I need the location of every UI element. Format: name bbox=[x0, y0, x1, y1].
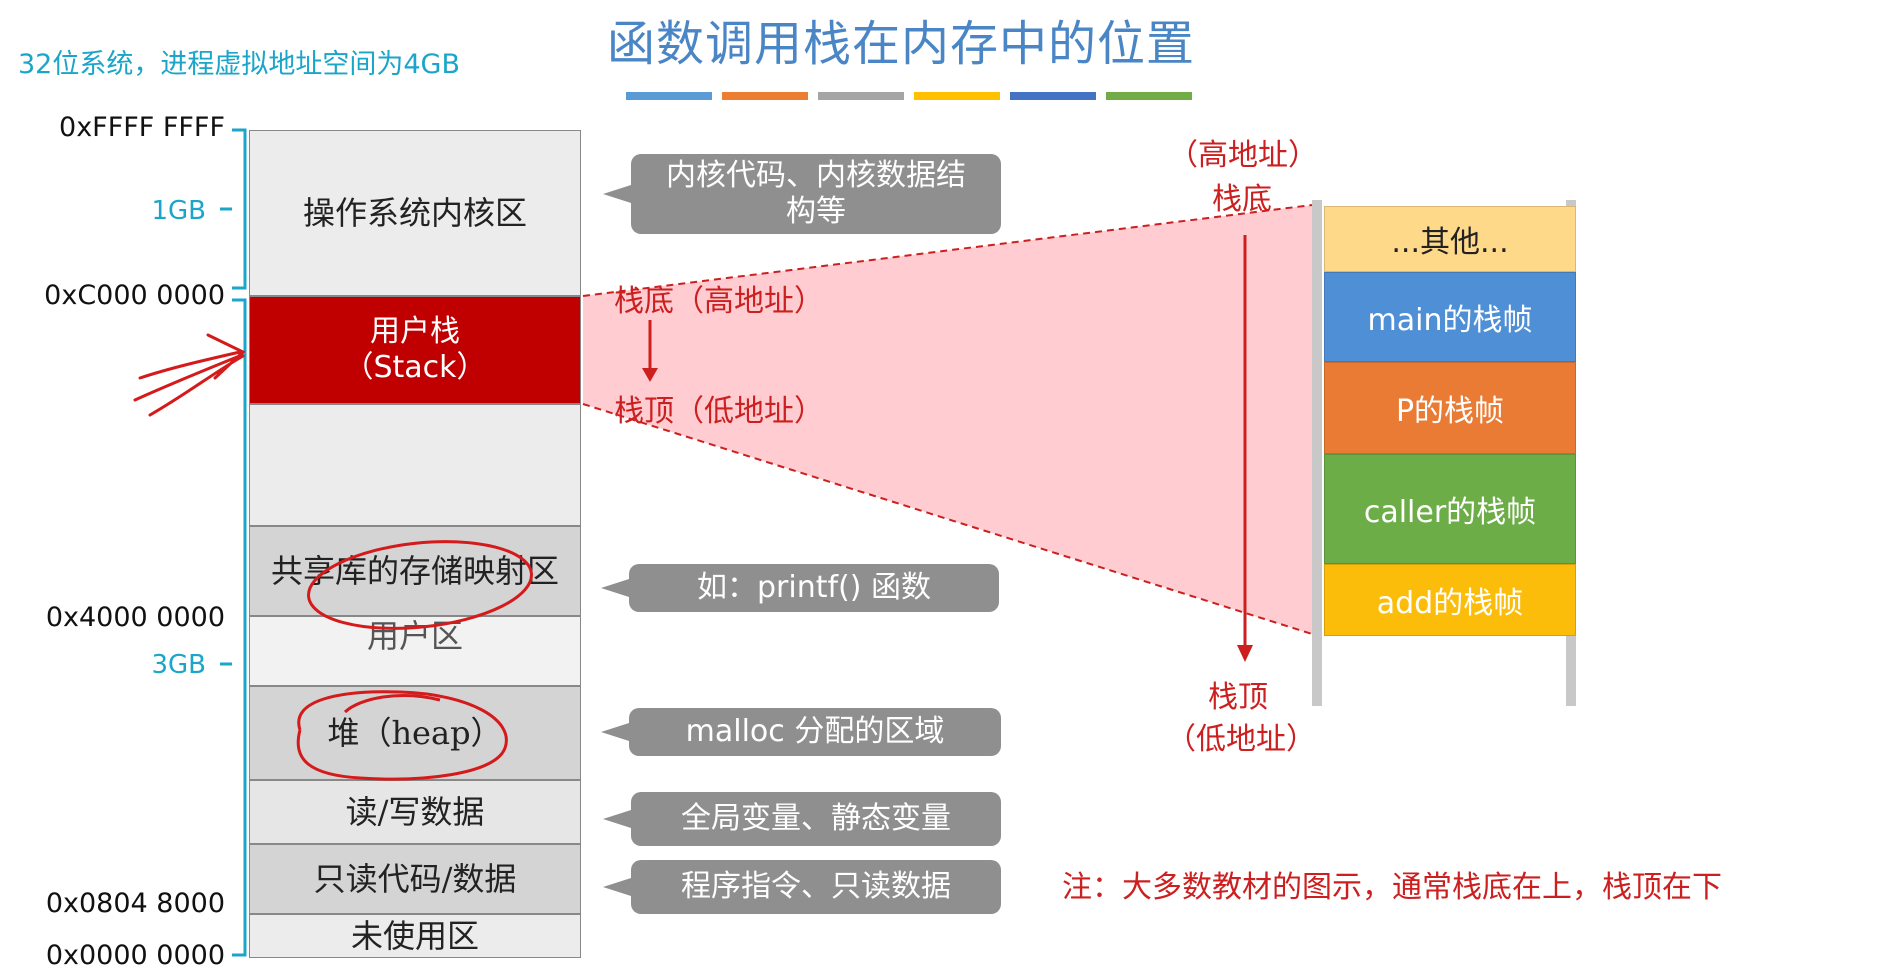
segment-gap bbox=[249, 404, 581, 526]
address-code-start: 0x0804 8000 bbox=[45, 888, 225, 919]
color-bar-segment bbox=[1106, 92, 1192, 100]
segment-shared-lib: 共享库的存储映射区 bbox=[249, 526, 581, 616]
stack-frame-rail-left bbox=[1312, 200, 1322, 706]
stack-frame: P的栈帧 bbox=[1324, 362, 1576, 454]
zoom-low-label: 栈顶 bbox=[1208, 680, 1268, 715]
address-kernel-boundary: 0xC000 0000 bbox=[44, 280, 225, 311]
address-bottom: 0x0000 0000 bbox=[45, 940, 225, 971]
segment-user-region: 用户区 bbox=[249, 616, 581, 686]
callout-kernel-text: 内核代码、内核数据结构等 bbox=[666, 158, 966, 229]
segment-ro-code: 只读代码/数据 bbox=[249, 844, 581, 914]
segment-shared-lib-label: 共享库的存储映射区 bbox=[270, 551, 559, 590]
zoom-high-label-2: 栈底 bbox=[1212, 182, 1272, 217]
stack-frame-label: P的栈帧 bbox=[1395, 394, 1505, 429]
zoom-funnel-top-edge bbox=[582, 204, 1313, 297]
color-bar-segment bbox=[914, 92, 1000, 100]
stack-frame-label: caller的栈帧 bbox=[1363, 495, 1537, 530]
segment-stack-sublabel: （Stack） bbox=[343, 350, 487, 385]
segment-rw-data-label: 读/写数据 bbox=[345, 792, 485, 831]
color-bar-segment bbox=[722, 92, 808, 100]
footnote: 注：大多数教材的图示，通常栈底在上，栈顶在下 bbox=[1062, 870, 1722, 905]
segment-rw-data: 读/写数据 bbox=[249, 780, 581, 844]
subtitle: 32位系统，进程虚拟地址空间为4GB bbox=[18, 49, 460, 80]
segment-stack-label: 用户栈 bbox=[370, 314, 460, 349]
segment-user-region-label: 用户区 bbox=[366, 617, 463, 655]
stack-frame-label: add的栈帧 bbox=[1376, 586, 1524, 621]
zoom-low-label-2: （低地址） bbox=[1166, 722, 1316, 757]
callout-shared-lib-text: 如：printf() 函数 bbox=[697, 570, 931, 605]
callout-rw-data-text: 全局变量、静态变量 bbox=[681, 801, 951, 836]
color-bar-segment bbox=[626, 92, 712, 100]
callout-ro-code: 程序指令、只读数据 bbox=[603, 860, 1001, 914]
stack-grow-arrowhead bbox=[642, 368, 658, 382]
callout-ro-code-text: 程序指令、只读数据 bbox=[681, 869, 951, 904]
callout-heap-text: malloc 分配的区域 bbox=[685, 714, 945, 749]
stack-frame: caller的栈帧 bbox=[1324, 454, 1576, 564]
stack-frame: add的栈帧 bbox=[1324, 564, 1576, 636]
kernel-bracket bbox=[220, 128, 247, 290]
stack-frame-label: main的栈帧 bbox=[1367, 303, 1533, 338]
size-kernel: 1GB bbox=[151, 196, 206, 226]
color-bar-segment bbox=[818, 92, 904, 100]
segment-kernel: 操作系统内核区 bbox=[249, 130, 581, 296]
segment-kernel-label: 操作系统内核区 bbox=[302, 193, 527, 232]
segment-ro-code-label: 只读代码/数据 bbox=[313, 859, 517, 898]
callout-kernel: 内核代码、内核数据结构等 bbox=[603, 154, 1001, 234]
stack-bottom-label: 栈底（高地址） bbox=[614, 284, 824, 319]
user-bracket bbox=[220, 298, 247, 957]
address-top: 0xFFFF FFFF bbox=[59, 112, 225, 143]
segment-unused-label: 未使用区 bbox=[350, 916, 479, 955]
stack-frame-label: ...其他... bbox=[1391, 225, 1509, 260]
color-bar-segment bbox=[1010, 92, 1096, 100]
callout-heap: malloc 分配的区域 bbox=[601, 708, 1001, 756]
stack-frame: main的栈帧 bbox=[1324, 272, 1576, 362]
address-mmap: 0x4000 0000 bbox=[45, 602, 225, 633]
page-title: 函数调用栈在内存中的位置 bbox=[607, 16, 1196, 72]
segment-user-stack: 用户栈 （Stack） bbox=[249, 296, 581, 404]
stack-direction-arrowhead bbox=[1237, 645, 1253, 662]
zoom-high-label: （高地址） bbox=[1168, 138, 1318, 173]
size-user: 3GB bbox=[151, 650, 206, 680]
callout-rw-data: 全局变量、静态变量 bbox=[603, 792, 1001, 846]
segment-heap: 堆（heap） bbox=[249, 686, 581, 780]
stack-top-label: 栈顶（低地址） bbox=[614, 394, 824, 429]
zoom-funnel-bottom-edge bbox=[582, 403, 1313, 635]
stack-frame: ...其他... bbox=[1324, 206, 1576, 272]
segment-unused: 未使用区 bbox=[249, 914, 581, 958]
callout-shared-lib: 如：printf() 函数 bbox=[601, 564, 999, 612]
segment-heap-label: 堆（heap） bbox=[327, 713, 503, 752]
zoom-funnel bbox=[583, 205, 1312, 634]
